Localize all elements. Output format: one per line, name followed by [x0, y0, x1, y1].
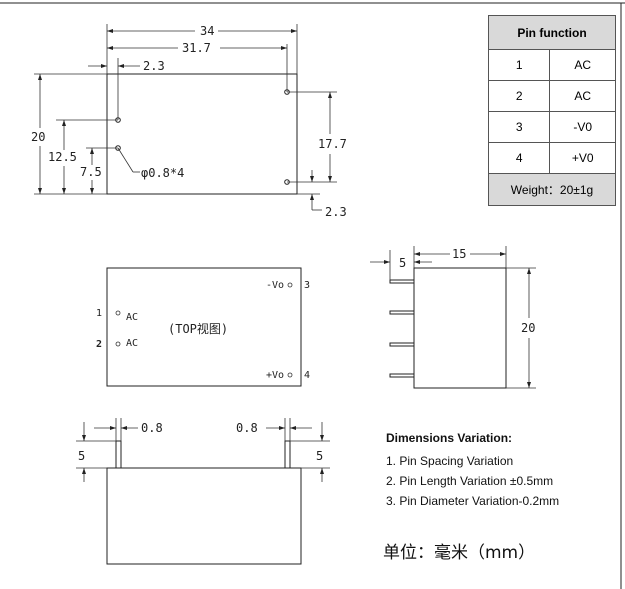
dim-2-3-top: 2.3: [143, 59, 165, 73]
dim-7-5: 7.5: [80, 165, 102, 179]
pin3-dot: [287, 282, 293, 288]
dim-20: 20: [31, 130, 45, 144]
dim-5-side: 5: [399, 256, 406, 270]
pin2-dot: [115, 341, 121, 347]
note-item: 1. Pin Spacing Variation: [386, 454, 514, 468]
dim-5-left: 5: [78, 449, 85, 463]
table-row: 4+V0: [487, 142, 616, 174]
side-pin: [389, 373, 415, 378]
front-pin-right: [284, 440, 291, 469]
table-row: 3-V0: [487, 111, 616, 143]
dim-17-7: 17.7: [318, 137, 347, 151]
dim-15: 15: [452, 247, 466, 261]
pin2-label: AC: [126, 338, 138, 349]
unit-label: 单位：毫米（mm）: [383, 543, 536, 563]
side-pin: [389, 342, 415, 347]
notes-heading: Dimensions Variation:: [386, 431, 513, 445]
dim-pin-diameter: φ0.8*4: [141, 166, 184, 180]
pin1-label: AC: [126, 312, 138, 323]
pin3-number: 3: [304, 280, 310, 291]
dim-31-7: 31.7: [182, 41, 211, 55]
dim-0-8-left: 0.8: [141, 421, 163, 435]
pin4-label: +Vo: [266, 370, 284, 381]
side-pin: [389, 279, 415, 284]
pin1-dot: [115, 310, 121, 316]
note-item: 2. Pin Length Variation ±0.5mm: [386, 474, 554, 488]
module-body-front-view: [106, 467, 302, 565]
front-pin-left: [115, 440, 122, 469]
top-view-title: (TOP视图): [168, 321, 228, 336]
dim-20-side: 20: [521, 321, 535, 335]
dim-12-5: 12.5: [48, 150, 77, 164]
module-body-side-view: [413, 267, 507, 389]
dimension-notes: Dimensions Variation: 1. Pin Spacing Var…: [386, 431, 616, 511]
table-header: Pin function: [488, 15, 616, 50]
pin2-number: 2: [96, 339, 102, 350]
pin3-label: -Vo: [266, 280, 284, 291]
weight-cell: Weight：20±1g: [488, 173, 616, 206]
pin4-dot: [287, 372, 293, 378]
module-body-bottom-view: [106, 73, 298, 195]
dim-5-right: 5: [316, 449, 323, 463]
note-item: 3. Pin Diameter Variation-0.2mm: [386, 494, 560, 508]
side-pin: [389, 310, 415, 315]
dim-2-3-bottom: 2.3: [325, 205, 347, 219]
dim-34: 34: [200, 24, 214, 38]
dim-0-8-right: 0.8: [236, 421, 258, 435]
module-body-top-view: [106, 267, 302, 387]
pin4-number: 4: [304, 370, 310, 381]
pin1-number: 1: [96, 308, 102, 319]
